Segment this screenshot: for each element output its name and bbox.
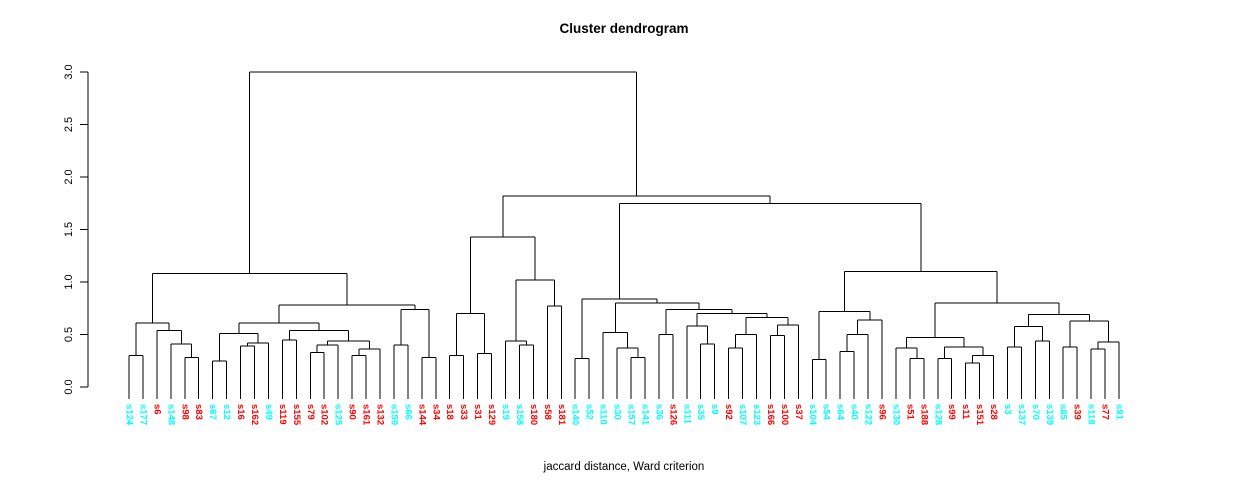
leaf-label: s98 — [179, 404, 190, 420]
leaf-label: s18 — [444, 404, 455, 420]
chart-title: Cluster dendrogram — [559, 21, 688, 36]
leaf-label: s188 — [918, 404, 929, 425]
y-axis-tick-label: 0.0 — [63, 379, 75, 394]
leaf-label: s51 — [904, 404, 915, 421]
leaf-label: s158 — [514, 404, 525, 425]
leaf-label: s161 — [361, 404, 372, 426]
leaf-label: s16 — [235, 404, 246, 420]
leaf-label: s157 — [625, 404, 636, 425]
leaf-label: s92 — [723, 404, 734, 420]
y-axis-tick-label: 1.0 — [63, 274, 75, 289]
leaf-label: s9 — [709, 404, 720, 415]
leaf-label: s33 — [458, 404, 469, 420]
leaf-label: s83 — [193, 404, 204, 420]
leaf-label: s90 — [347, 404, 358, 420]
leaf-label: s180 — [528, 404, 539, 425]
leaf-label: s166 — [765, 404, 776, 425]
leaf-label: s139 — [1044, 404, 1055, 425]
leaf-label: s177 — [137, 404, 148, 425]
leaf-label: s79 — [305, 404, 316, 420]
leaf-label: s30 — [612, 404, 623, 420]
leaf-label: s64 — [835, 404, 846, 421]
leaf-label: s181 — [556, 404, 567, 426]
leaf-label: s128 — [932, 404, 943, 425]
leaf-label: s125 — [333, 404, 344, 426]
dendrogram-links — [128, 71, 1120, 399]
y-axis-tick-label: 1.5 — [63, 222, 75, 237]
leaf-label: s28 — [988, 404, 999, 420]
leaf-label: s40 — [849, 404, 860, 420]
leaf-label: s151 — [974, 404, 985, 426]
leaf-label: s35 — [695, 404, 706, 421]
leaf-label: s148 — [165, 404, 176, 425]
leaf-label: s119 — [277, 404, 288, 425]
leaf-label: s67 — [207, 404, 218, 420]
leaf-label: s31 — [472, 404, 483, 421]
leaf-label: s129 — [486, 404, 497, 425]
leaf-label: s141 — [639, 404, 650, 426]
y-axis-tick-label: 3.0 — [63, 64, 75, 79]
leaf-label: s130 — [890, 404, 901, 425]
leaf-label: s137 — [1016, 404, 1027, 425]
chart-caption: jaccard distance, Ward criterion — [543, 461, 705, 473]
leaf-label: s110 — [598, 404, 609, 425]
leaf-label: s104 — [807, 404, 818, 426]
leaf-label: s100 — [779, 404, 790, 425]
leaf-label: s102 — [319, 404, 330, 425]
leaf-label: s49 — [263, 404, 274, 420]
dendrogram-tree — [128, 71, 1120, 399]
leaf-label: s77 — [1100, 404, 1111, 420]
leaf-label: s159 — [388, 404, 399, 425]
leaf-label: s66 — [402, 404, 413, 420]
leaf-label: s132 — [374, 404, 385, 425]
leaf-label: s52 — [584, 404, 595, 420]
leaf-label: s3 — [1002, 404, 1013, 415]
leaf-label: s19 — [500, 404, 511, 420]
leaf-label: s91 — [1114, 404, 1125, 421]
leaf-label: s126 — [667, 404, 678, 425]
leaf-label: s140 — [570, 404, 581, 425]
leaf-label: s6 — [151, 404, 162, 415]
leaf-label: s36 — [653, 404, 664, 420]
leaf-label: s122 — [863, 404, 874, 425]
leaf-label: s111 — [681, 404, 692, 425]
leaf-label: s39 — [1072, 404, 1083, 420]
y-axis-tick-label: 2.0 — [63, 169, 75, 184]
leaf-label: s34 — [430, 404, 441, 421]
leaf-label: s124 — [124, 404, 135, 426]
leaf-label: s96 — [876, 404, 887, 420]
leaf-label: s144 — [416, 404, 427, 426]
leaf-label: s12 — [221, 404, 232, 420]
leaf-label: s155 — [291, 404, 302, 426]
leaf-label: s118 — [1086, 404, 1097, 425]
y-axis-tick-label: 2.5 — [63, 117, 75, 132]
leaf-label: s11 — [960, 404, 971, 420]
leaf-label: s58 — [542, 404, 553, 420]
leaf-label: s123 — [751, 404, 762, 425]
leaf-label: s37 — [793, 404, 804, 420]
leaf-label: s54 — [821, 404, 832, 421]
leaf-label: s99 — [946, 404, 957, 420]
leaf-label: s162 — [249, 404, 260, 425]
leaf-label: s85 — [1058, 404, 1069, 421]
leaf-label: s107 — [737, 404, 748, 425]
leaf-label: s70 — [1030, 404, 1041, 420]
y-axis-tick-label: 0.5 — [63, 327, 75, 342]
y-axis: 0.0 0.5 1.0 1.5 2.0 2.5 3.0 — [63, 64, 89, 395]
